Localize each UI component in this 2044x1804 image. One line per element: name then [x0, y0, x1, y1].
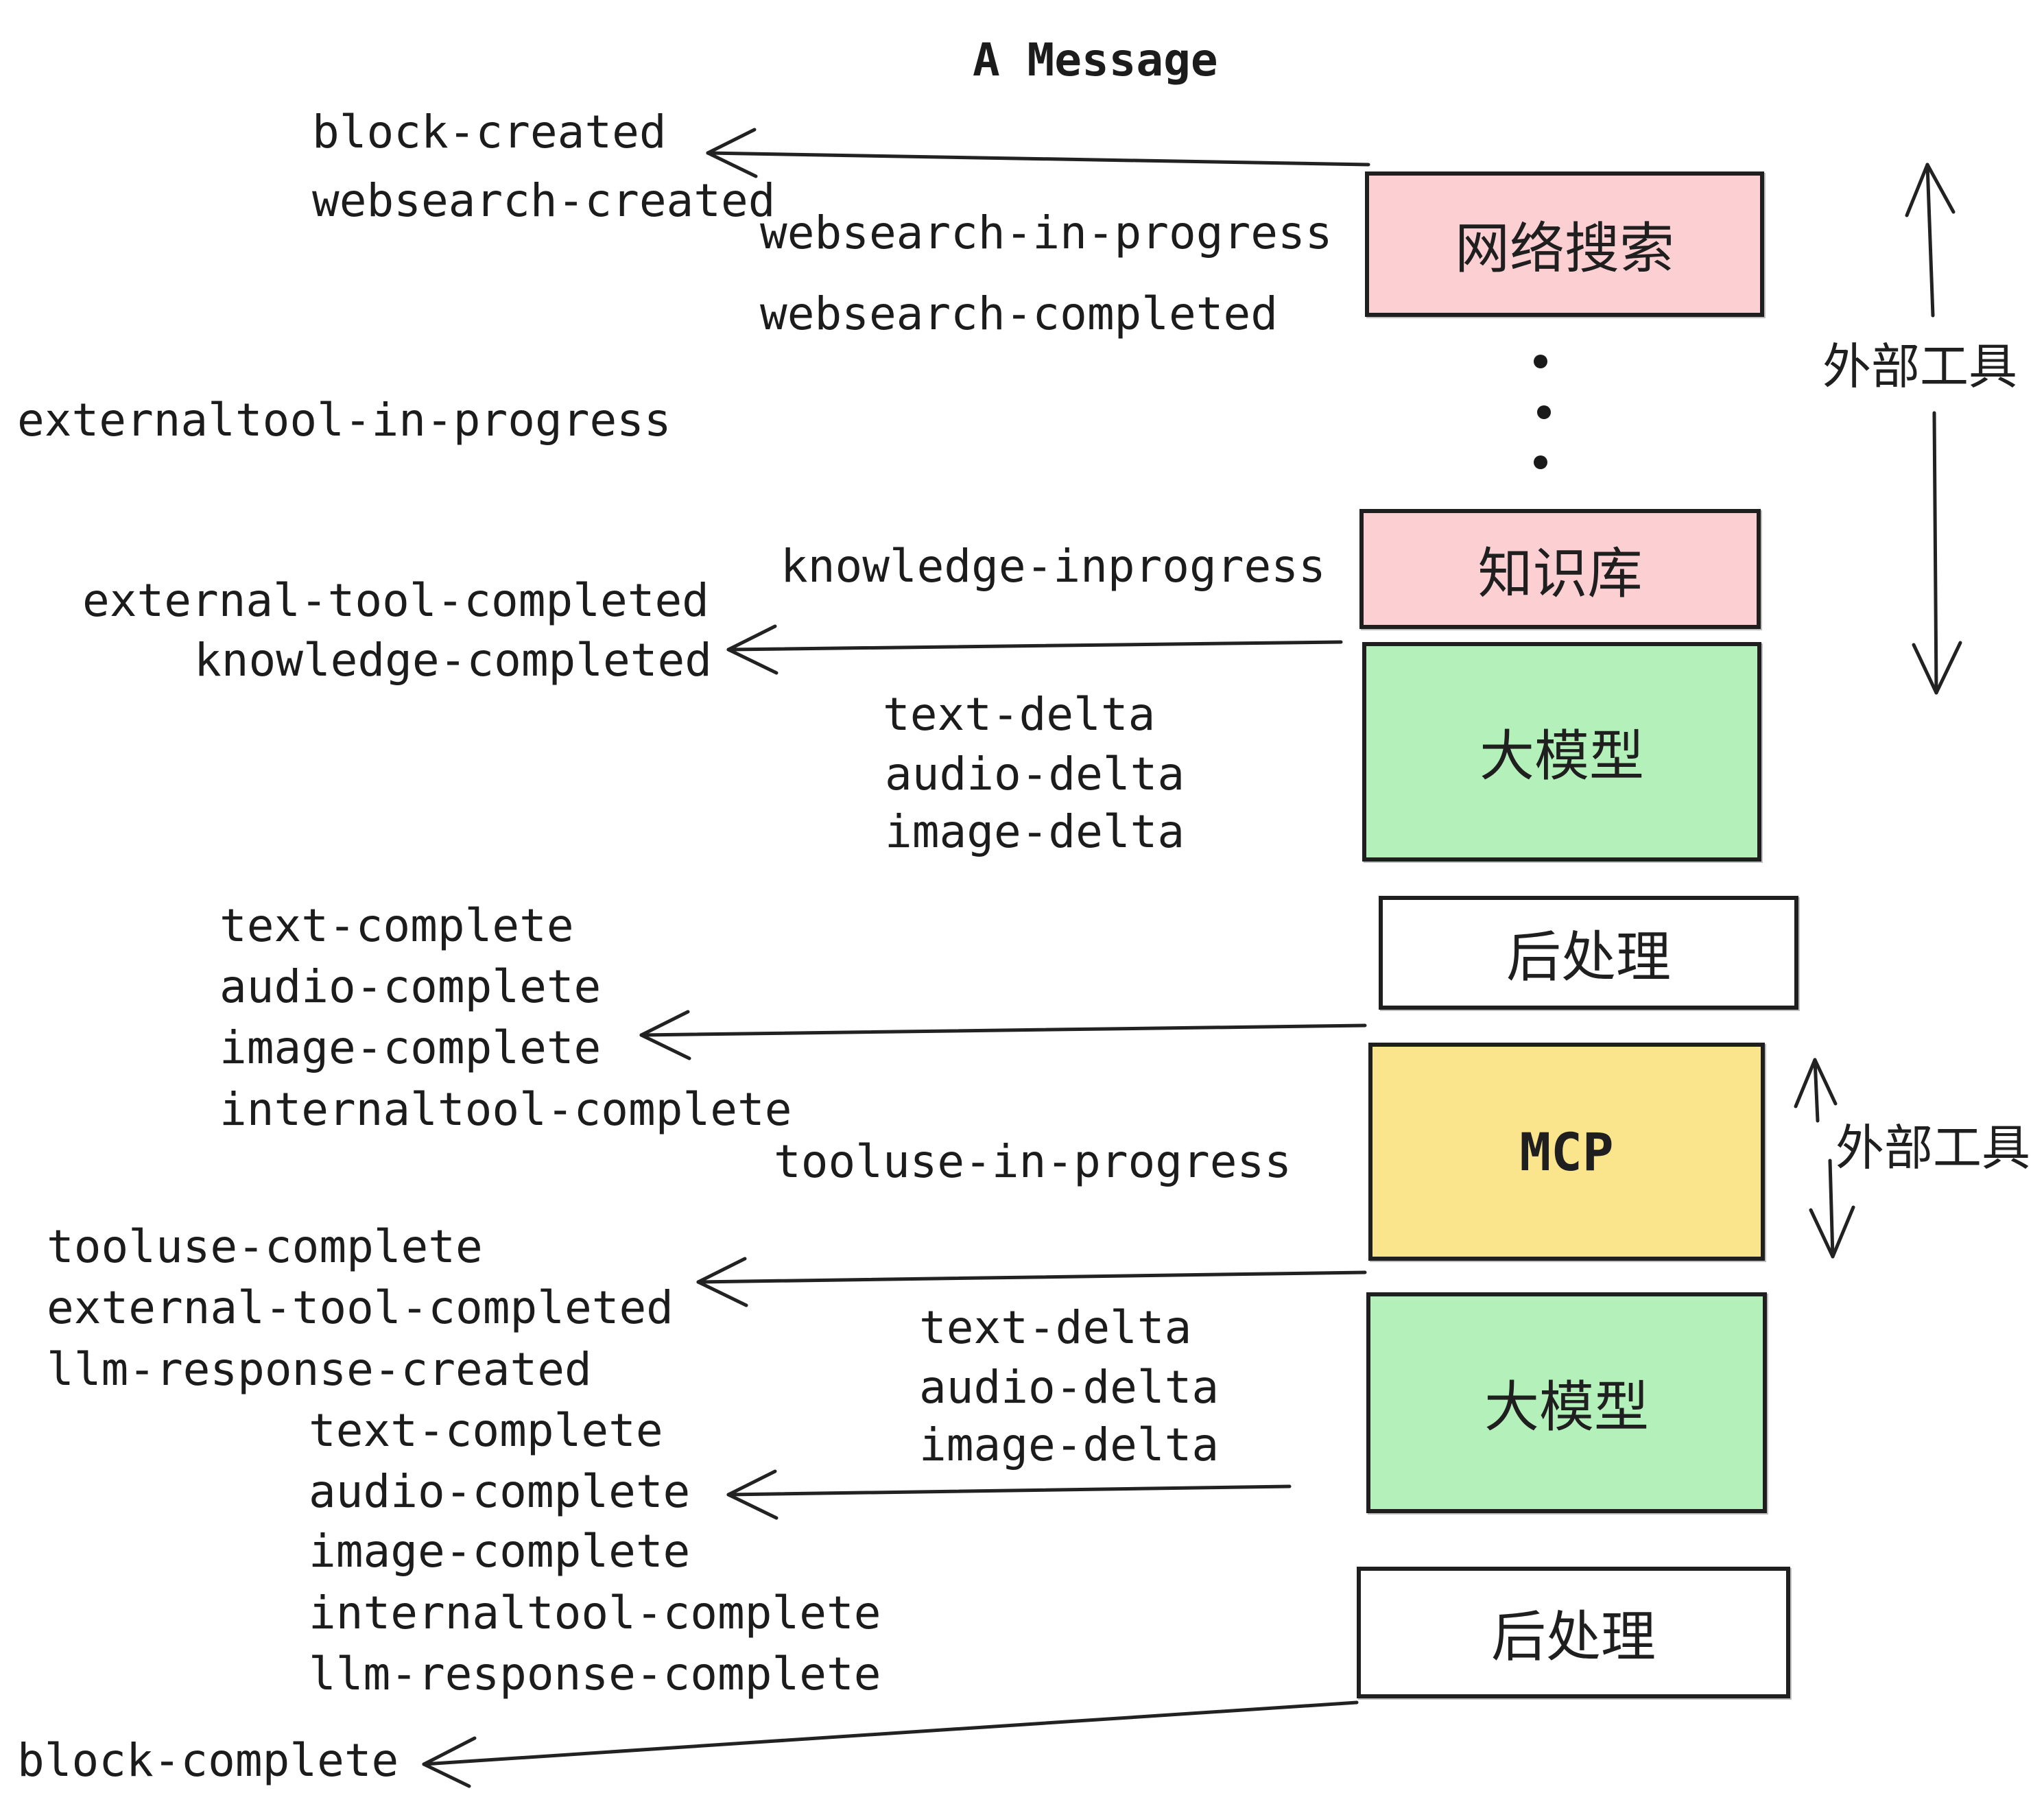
- event-label-external-tool-completed-2: external-tool-completed: [47, 1281, 674, 1334]
- websearch-box-label: 网络搜索: [1455, 217, 1674, 281]
- event-label-image-complete-1: image-complete: [219, 1021, 602, 1074]
- arrow-knowledge-to-completed: [726, 624, 1343, 675]
- event-label-websearch-created: websearch-created: [312, 174, 776, 227]
- page-title: A Message: [973, 34, 1218, 86]
- arrow-postprocess-to-complete: [639, 1010, 1367, 1060]
- event-label-llm-response-created: llm-response-created: [47, 1343, 592, 1396]
- event-label-audio-complete-2: audio-complete: [309, 1465, 691, 1518]
- event-label-audio-complete-1: audio-complete: [219, 960, 602, 1013]
- event-label-websearch-completed: websearch-completed: [760, 287, 1278, 340]
- event-label-llm-response-complete: llm-response-complete: [309, 1648, 881, 1700]
- postprocess-box-1-label: 后处理: [1506, 925, 1671, 989]
- event-label-external-tool-completed-1: external-tool-completed: [82, 574, 709, 627]
- arrow-mcp-to-tooluse-complete: [696, 1257, 1367, 1307]
- event-label-image-delta-2: image-delta: [919, 1419, 1220, 1471]
- llm-box-2: 大模型: [1366, 1292, 1767, 1513]
- event-label-text-delta-1: text-delta: [883, 688, 1156, 741]
- event-label-block-complete: block-complete: [17, 1734, 399, 1787]
- ellipsis-dots-icon: [1534, 355, 1551, 469]
- event-label-image-complete-2: image-complete: [309, 1525, 691, 1578]
- event-label-image-delta-1: image-delta: [885, 805, 1185, 858]
- llm-box-1: 大模型: [1362, 642, 1761, 862]
- event-label-knowledge-inprogress: knowledge-inprogress: [781, 540, 1326, 593]
- mcp-box: MCP: [1368, 1043, 1765, 1261]
- postprocess-box-1: 后处理: [1379, 896, 1798, 1010]
- arrow-websearch-to-created: [706, 128, 1370, 178]
- websearch-box: 网络搜索: [1365, 171, 1764, 317]
- event-label-audio-delta-2: audio-delta: [919, 1361, 1220, 1414]
- event-label-tooluse-in-progress: tooluse-in-progress: [774, 1135, 1292, 1188]
- mcp-external-tools-up-arrow-icon: [1794, 1058, 1838, 1123]
- event-label-websearch-in-progress: websearch-in-progress: [760, 206, 1333, 259]
- event-label-text-complete-2: text-complete: [309, 1404, 663, 1457]
- arrow-llm2-to-audio-complete: [726, 1469, 1292, 1520]
- event-label-externaltool-in-progress: externaltool-in-progress: [17, 394, 672, 447]
- mcp-box-label: MCP: [1519, 1121, 1614, 1183]
- event-label-internaltool-complete-1: internaltool-complete: [219, 1083, 792, 1136]
- external-tools-down-arrow-icon: [1912, 411, 1962, 695]
- arrow-postprocess2-to-block-complete: [422, 1700, 1359, 1788]
- event-label-audio-delta-1: audio-delta: [885, 748, 1185, 800]
- knowledge-box-label: 知识库: [1477, 541, 1643, 606]
- external-tools-up-arrow-icon: [1905, 163, 1956, 318]
- postprocess-box-2-label: 后处理: [1491, 1605, 1656, 1669]
- external-tools-label-2: 外部工具: [1835, 1119, 2031, 1176]
- event-label-block-created: block-created: [312, 106, 667, 158]
- event-label-tooluse-complete: tooluse-complete: [47, 1220, 483, 1273]
- knowledge-box: 知识库: [1359, 509, 1761, 629]
- llm-box-2-label: 大模型: [1484, 1375, 1649, 1439]
- llm-box-1-label: 大模型: [1479, 724, 1644, 788]
- event-label-text-delta-2: text-delta: [919, 1301, 1192, 1354]
- external-tools-label-1: 外部工具: [1822, 338, 2018, 395]
- event-label-text-complete-1: text-complete: [219, 899, 574, 952]
- postprocess-box-2: 后处理: [1357, 1567, 1790, 1698]
- event-label-knowledge-completed: knowledge-completed: [194, 634, 712, 687]
- event-label-internaltool-complete-2: internaltool-complete: [309, 1587, 881, 1639]
